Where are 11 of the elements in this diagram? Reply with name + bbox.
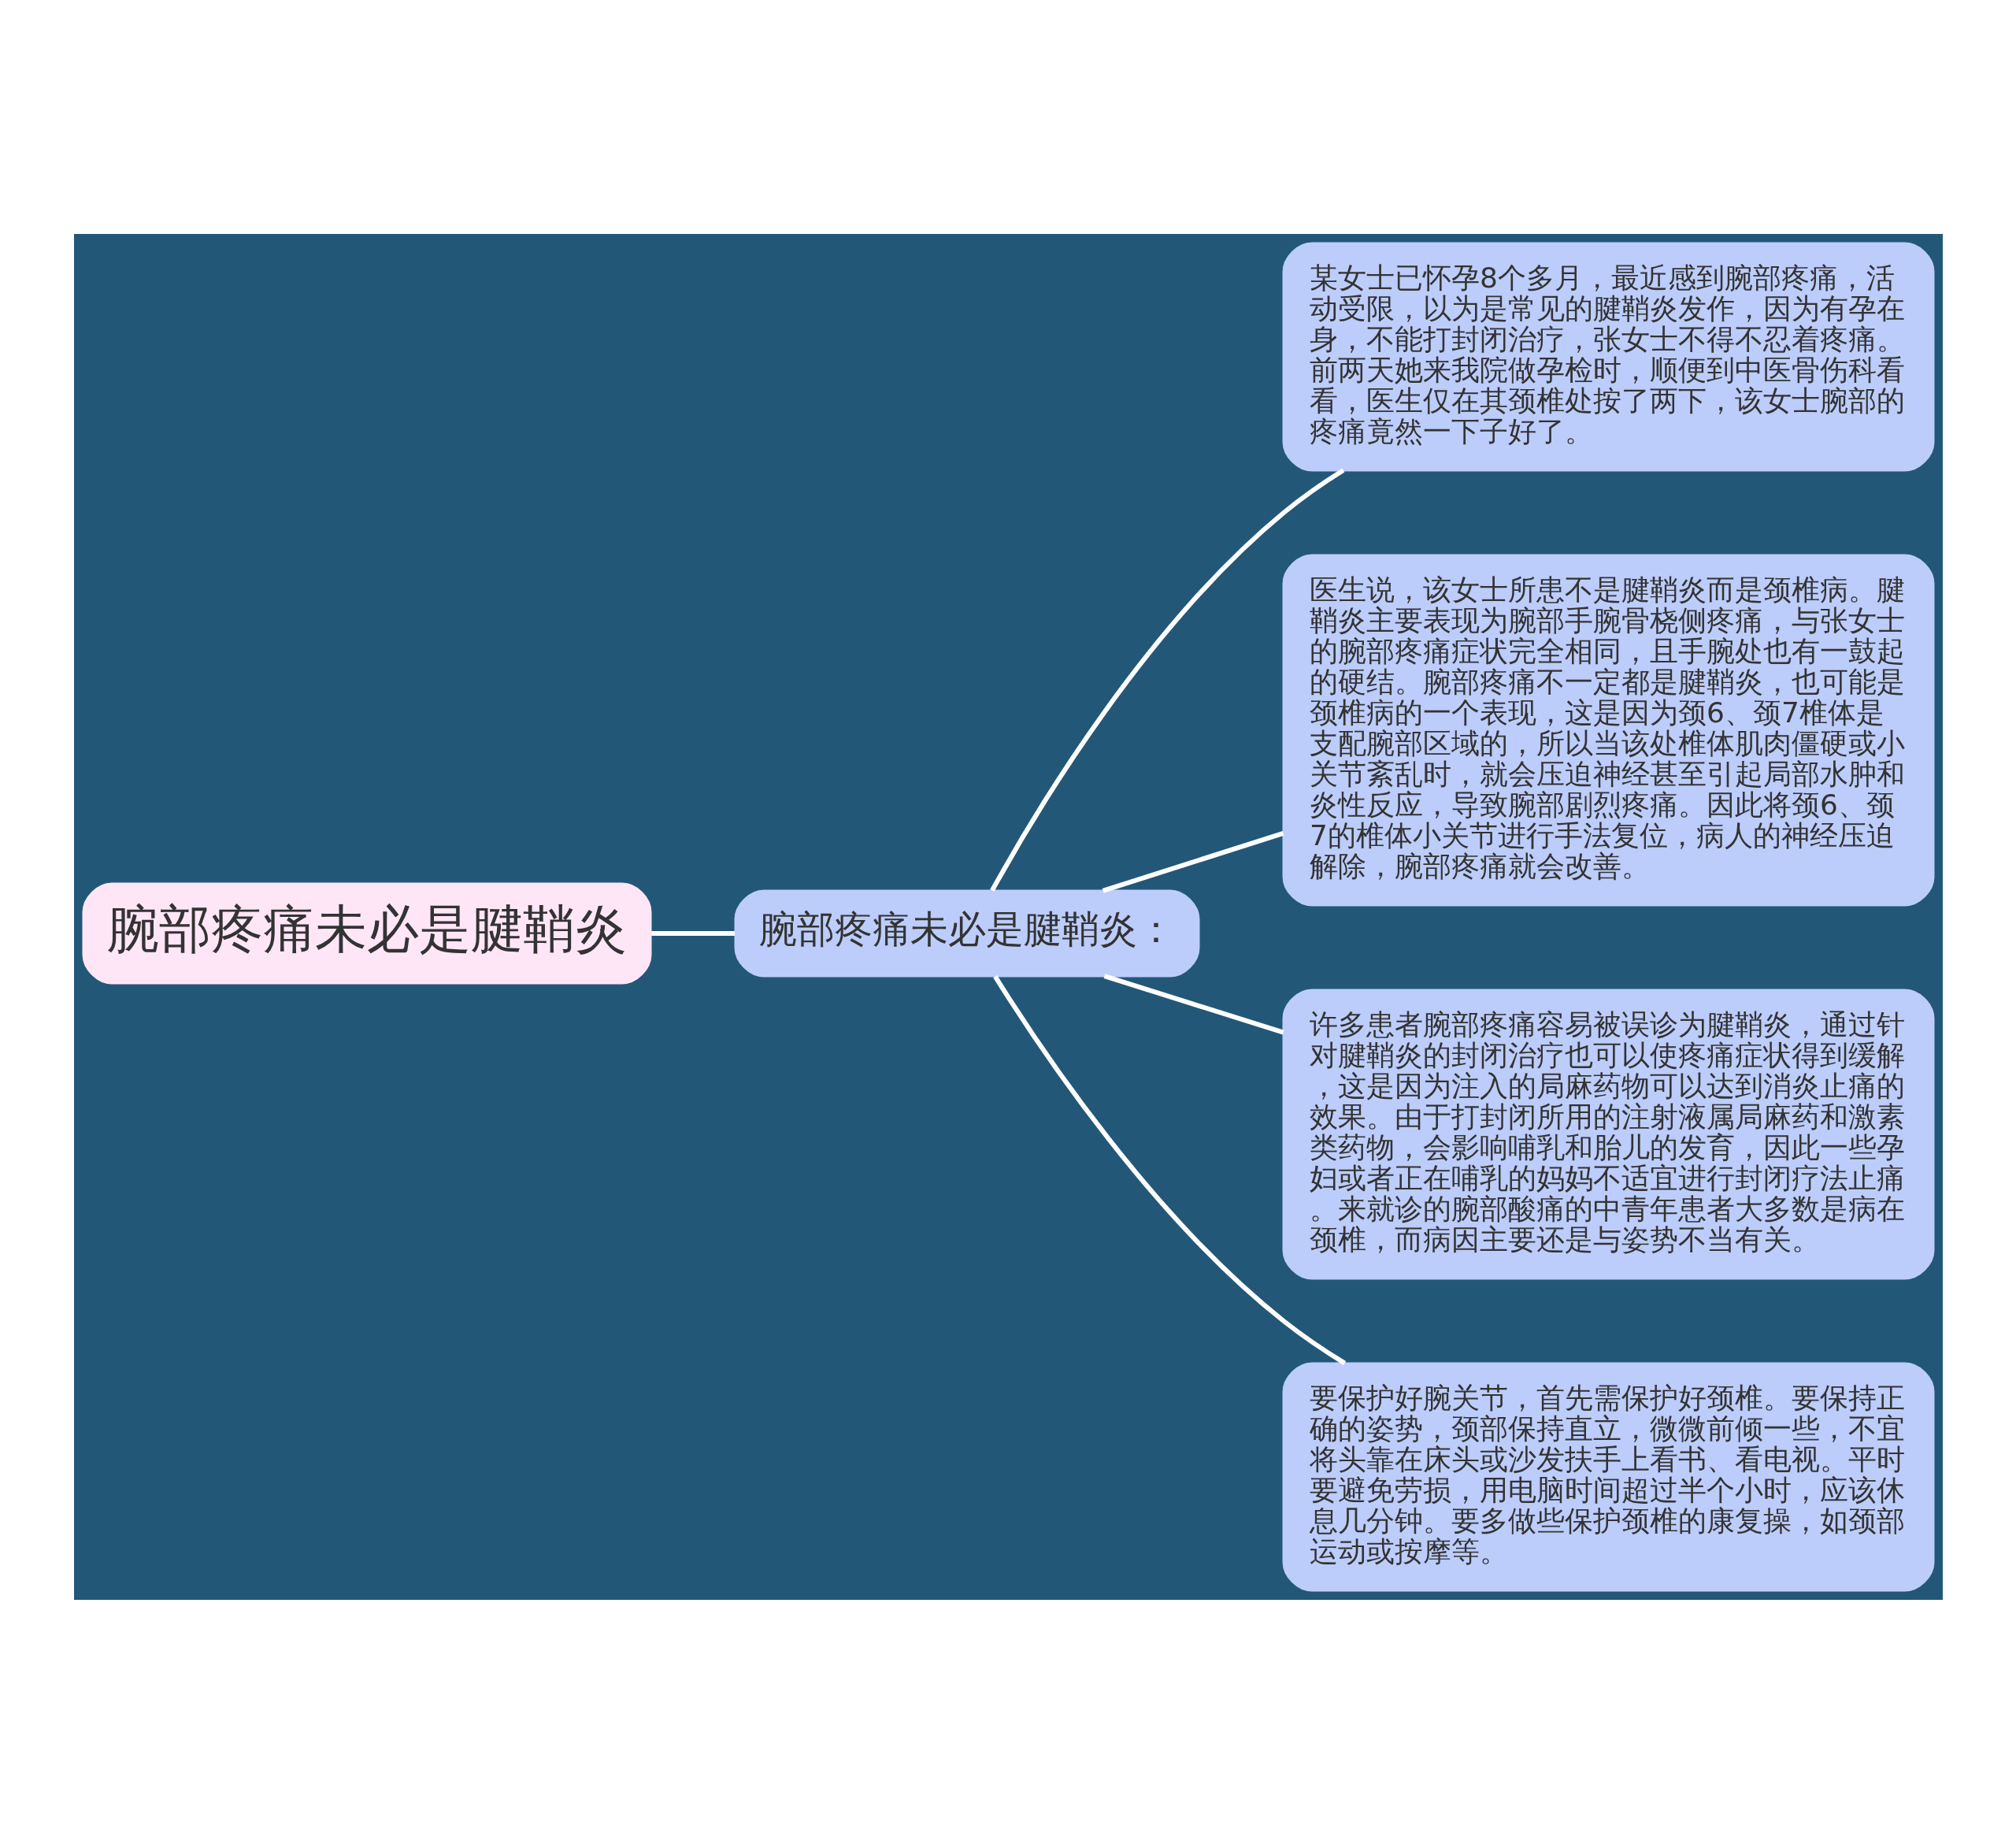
node-box: 腕部疼痛未必是腱鞘炎 bbox=[82, 882, 651, 984]
node-box: 要保护好腕关节，首先需保护好颈椎。要保持正确的姿势，颈部保持直立，微微前倾一些，不宜将头靠在床头或沙发扶手上看书、看电视。平时要避免劳损，用电脑时间超过半个小时，应该休息几分钟。要多做些保护颈椎的康复操，如颈部运动或按摩等。 bbox=[1282, 1362, 1934, 1591]
connector bbox=[989, 468, 1344, 892]
node-box: 医生说，该女士所患不是腱鞘炎而是颈椎病。腱鞘炎主要表现为腕部手腕骨桡侧疼痛，与张女士的腕部疼痛症状完全相同，且手腕处也有一鼓起的硬结。腕部疼痛不一定都是腱鞘炎，也可能是颈椎病的一个表现，这是因为颈6、颈7椎体是支配腕部区域的，所以当该处椎体肌肉僵硬或小关节紊乱时，就会压迫神经甚至引起局部水肿和炎性反应，导致腕部剧烈疼痛。因此将颈6、颈7的椎体小关节进行手法复位，病人的神经压迫解除，腕部疼痛就会改善。 bbox=[1282, 554, 1934, 906]
node-box: 腕部疼痛未必是腱鞘炎： bbox=[734, 889, 1199, 977]
connector bbox=[1103, 973, 1284, 1035]
connector bbox=[1102, 830, 1284, 893]
connector bbox=[992, 974, 1346, 1365]
node-box: 某女士已怀孕8个多月，最近感到腕部疼痛，活动受限，以为是常见的腱鞘炎发作，因为有孕在身，不能打封闭治疗，张女士不得不忍着疼痛。前两天她来我院做孕检时，顺便到中医骨伤科看看，医生仅在其颈椎处按了两下，该女士腕部的疼痛竟然一下子好了。 bbox=[1282, 242, 1934, 471]
node-box: 许多患者腕部疼痛容易被误诊为腱鞘炎，通过针对腱鞘炎的封闭治疗也可以使疼痛症状得到缓解，这是因为注入的局麻药物可以达到消炎止痛的效果。由于打封闭所用的注射液属局麻药和激素类药物，会影响哺乳和胎儿的发育，因此一些孕妇或者正在哺乳的妈妈不适宜进行封闭疗法止痛。来就诊的腕部酸痛的中青年患者大多数是病在颈椎，而病因主要还是与姿势不当有关。 bbox=[1282, 989, 1934, 1279]
connector bbox=[650, 930, 735, 936]
